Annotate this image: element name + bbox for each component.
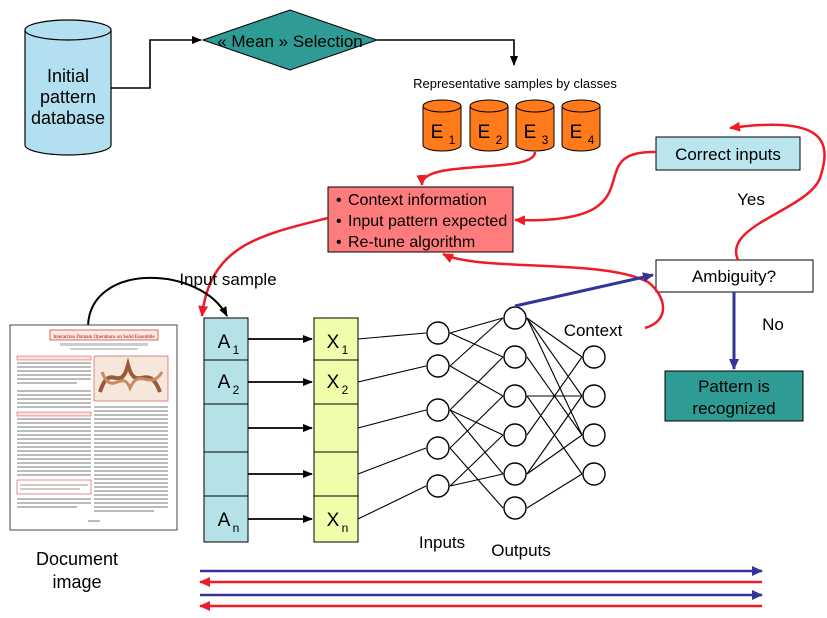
sample-cylinder-e2: E 2 xyxy=(469,99,509,152)
no-label: No xyxy=(762,315,784,334)
x1-letter: X xyxy=(327,332,340,353)
xn-letter: X xyxy=(327,510,340,531)
input-node-4 xyxy=(426,436,450,460)
hidden-node-5 xyxy=(503,462,527,486)
red-arrow-context-to-acolumn xyxy=(198,216,329,317)
x2-sub: 2 xyxy=(342,383,349,397)
a1-letter: A xyxy=(218,332,231,353)
input-node-3 xyxy=(426,398,450,422)
sample-e4-sub: 4 xyxy=(588,133,595,147)
output-node-4 xyxy=(582,462,606,486)
recognized-line1: Pattern is xyxy=(698,377,770,396)
output-node-2 xyxy=(582,384,606,408)
sample-cylinder-e3: E 3 xyxy=(515,99,555,152)
context-info-box: • Context information • Input pattern ex… xyxy=(327,186,514,253)
sample-e2-letter: E xyxy=(478,122,491,143)
hidden-node-4 xyxy=(503,423,527,447)
inputs-label: Inputs xyxy=(419,533,465,552)
recognized-line2: recognized xyxy=(692,399,775,418)
arrow-doc-to-acolumn xyxy=(87,276,228,327)
red-arrow-ambiguity-to-correct xyxy=(729,121,826,261)
context-label: Context xyxy=(564,321,623,340)
initial-database: Initial pattern database xyxy=(24,19,112,156)
document-image: Interaction Domain Operations on Solid E… xyxy=(9,324,178,531)
input-node-2 xyxy=(426,354,450,378)
mean-selection-diamond: « Mean » Selection xyxy=(201,9,379,71)
a2-sub: 2 xyxy=(233,383,240,397)
output-node-3 xyxy=(582,423,606,447)
context-bullet-3: • xyxy=(336,234,342,251)
hidden-node-2 xyxy=(503,345,527,369)
a1-sub: 1 xyxy=(233,343,240,357)
sample-e4-letter: E xyxy=(570,122,583,143)
document-label-line2: image xyxy=(52,572,101,592)
sample-e1-sub: 1 xyxy=(449,133,456,147)
mean-selection-label: « Mean » Selection xyxy=(217,32,363,51)
a-to-x-arrows xyxy=(248,335,313,523)
sample-e1-letter: E xyxy=(431,122,444,143)
sample-e3-letter: E xyxy=(524,122,537,143)
context-bullet-1: • xyxy=(336,192,342,209)
hidden-node-3 xyxy=(503,384,527,408)
sample-cylinders: E 1 E 2 E 3 E 4 xyxy=(422,99,601,152)
arrow-db-to-selection xyxy=(111,36,202,89)
database-label-line1: Initial xyxy=(47,66,89,86)
red-arrow-correct-to-context xyxy=(514,150,657,226)
a-column: A 1 A 2 A n xyxy=(203,317,249,543)
neural-network xyxy=(357,306,606,520)
correct-inputs-label: Correct inputs xyxy=(675,145,781,164)
database-label-line2: pattern xyxy=(40,87,96,107)
ambiguity-box: Ambiguity? xyxy=(655,259,814,293)
x-column: X 1 X 2 X n xyxy=(313,317,359,543)
sample-cylinder-e1: E 1 xyxy=(422,99,462,152)
red-arrow-context-to-box xyxy=(442,252,665,330)
x1-sub: 1 xyxy=(342,343,349,357)
context-bullet-2: • xyxy=(336,213,342,230)
recognized-box: Pattern is recognized xyxy=(664,370,804,422)
document-title: Interaction Domain Operations on Solid E… xyxy=(53,335,155,340)
context-item-1: Context information xyxy=(348,192,487,209)
bottom-arrows xyxy=(199,566,763,611)
red-arrow-samples-to-context xyxy=(416,151,537,186)
xn-sub: n xyxy=(342,521,349,535)
arrow-selection-to-samples xyxy=(377,39,518,66)
outputs-label: Outputs xyxy=(491,541,551,560)
samples-caption: Representative samples by classes xyxy=(413,76,617,91)
arrow-network-to-ambiguity xyxy=(514,272,654,308)
yes-label: Yes xyxy=(737,190,765,209)
hidden-node-1 xyxy=(503,306,527,330)
document-label-line1: Document xyxy=(36,549,118,569)
context-item-2: Input pattern expected xyxy=(348,213,507,230)
input-node-1 xyxy=(426,321,450,345)
correct-inputs-box: Correct inputs xyxy=(655,136,801,171)
ambiguity-label: Ambiguity? xyxy=(692,267,776,286)
sample-e2-sub: 2 xyxy=(496,133,503,147)
database-label-line3: database xyxy=(31,108,105,128)
hidden-node-6 xyxy=(503,496,527,520)
an-sub: n xyxy=(233,521,240,535)
input-node-5 xyxy=(426,474,450,498)
sample-e3-sub: 3 xyxy=(542,133,549,147)
sample-cylinder-e4: E 4 xyxy=(561,99,601,152)
an-letter: A xyxy=(218,510,231,531)
context-item-3: Re-tune algorithm xyxy=(348,234,475,251)
a2-letter: A xyxy=(218,372,231,393)
input-sample-label: Input sample xyxy=(179,270,276,289)
output-node-1 xyxy=(582,345,606,369)
x2-letter: X xyxy=(327,372,340,393)
